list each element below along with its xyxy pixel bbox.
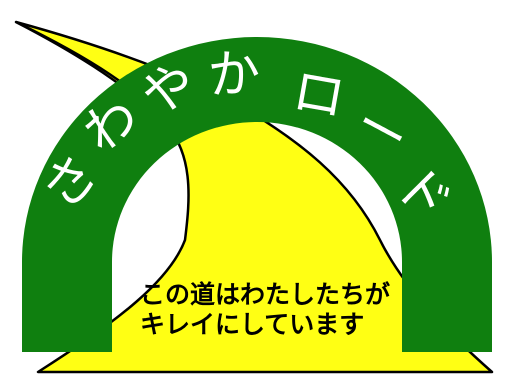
road-message: この道はわたしたちが キレイにしています <box>140 280 390 339</box>
message-line-1: この道はわたしたちが <box>140 280 390 309</box>
arch-char-5: ロ <box>288 61 350 129</box>
arch-char-4: か <box>206 43 262 106</box>
message-line-2: キレイにしています <box>140 310 364 339</box>
green-arch <box>22 37 492 352</box>
